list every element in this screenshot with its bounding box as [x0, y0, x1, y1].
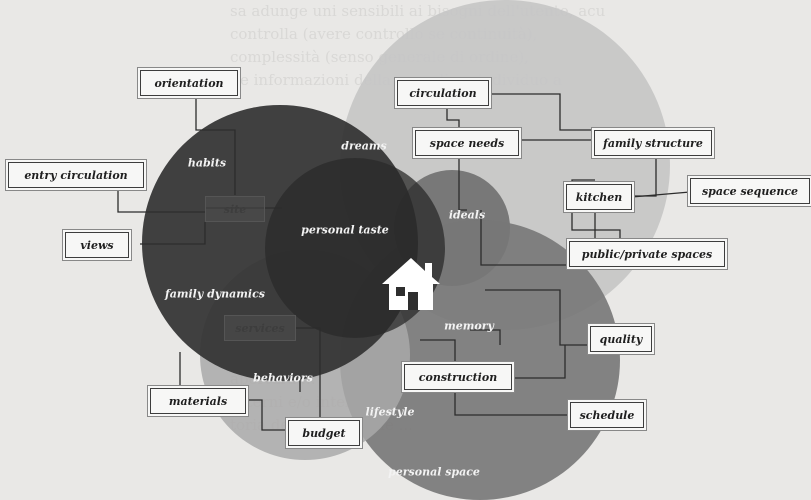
box-services: services — [224, 315, 296, 341]
box-space-sequence: space sequence — [690, 178, 810, 204]
house-icon — [380, 256, 442, 312]
box-materials: materials — [150, 388, 246, 414]
box-kitchen: kitchen — [566, 184, 632, 210]
box-views: views — [65, 232, 129, 258]
box-site: site — [205, 196, 265, 222]
box-family-structure: family structure — [594, 130, 712, 156]
label-memory: memory — [444, 319, 494, 333]
label-habits: habits — [187, 156, 227, 170]
box-quality: quality — [590, 326, 652, 352]
box-construction: construction — [404, 364, 512, 390]
label-family-dynamics: family dynamics — [165, 287, 265, 301]
box-public-private-spaces: public/private spaces — [569, 241, 725, 267]
label-dreams: dreams — [341, 139, 387, 153]
box-orientation: orientation — [140, 70, 238, 96]
box-schedule: schedule — [570, 402, 644, 428]
label-ideals: ideals — [448, 208, 486, 222]
label-behaviors: behaviors — [253, 371, 313, 385]
box-entry-circulation: entry circulation — [8, 162, 144, 188]
box-circulation: circulation — [397, 80, 489, 106]
box-space-needs: space needs — [415, 130, 519, 156]
box-budget: budget — [288, 420, 360, 446]
connector-lines — [117, 93, 691, 431]
label-lifestyle: lifestyle — [365, 405, 415, 419]
label-personal-space: personal space — [388, 465, 480, 479]
label-personal-taste: personal taste — [301, 223, 389, 237]
